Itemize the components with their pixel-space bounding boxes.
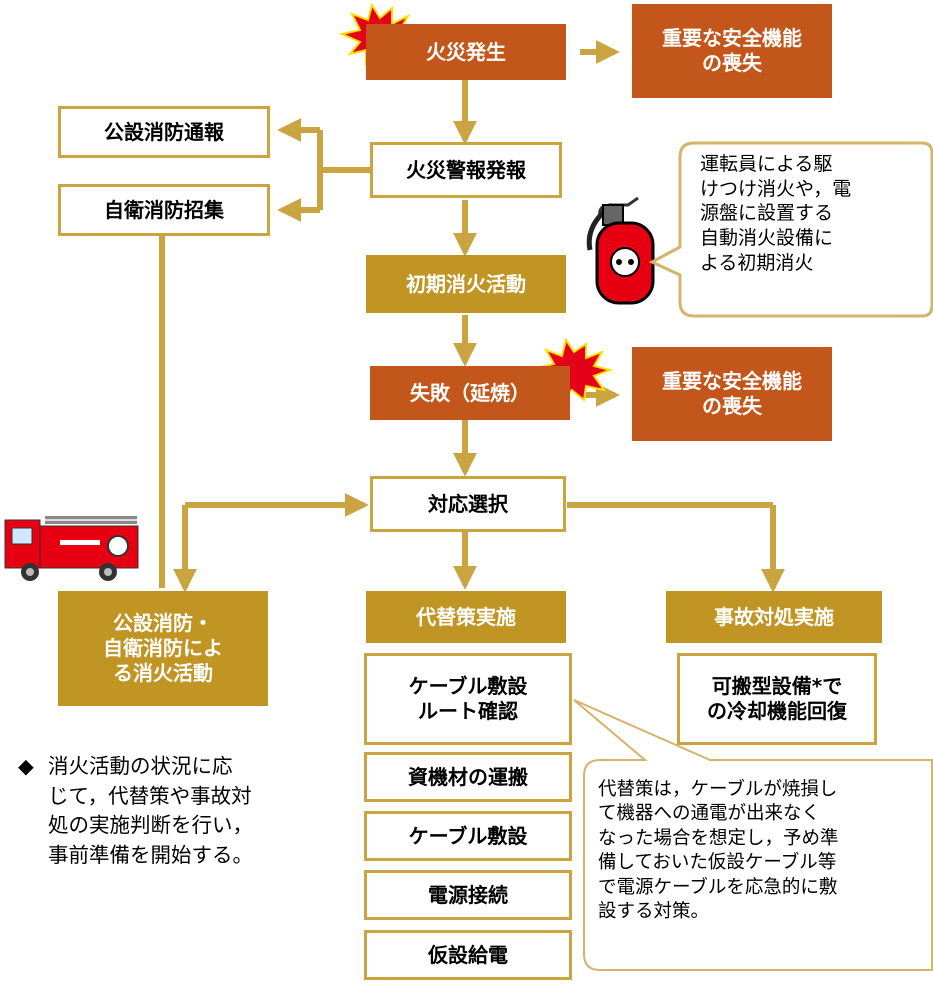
failure-spread-node: 失敗（延焼）	[370, 366, 570, 420]
response-selection-node: 対応選択	[370, 476, 566, 532]
note-bullet: ◆	[18, 754, 34, 778]
safety-loss-node-2: 重要な安全機能 の喪失	[632, 347, 832, 441]
fire-alarm-node: 火災警報発報	[370, 142, 562, 198]
note-text: 消火活動の状況に応 じて，代替策や事故対 処の実施判断を行い， 事前準備を開始す…	[48, 754, 253, 868]
callout-bubble-initial	[648, 141, 933, 318]
fire-extinguisher-icon	[586, 196, 655, 305]
cable-laying-node: ケーブル敷設	[364, 811, 572, 861]
materials-transport-node: 資機材の運搬	[364, 752, 572, 802]
temp-power-supply-node: 仮設給電	[364, 930, 572, 980]
initial-firefighting-node: 初期消火活動	[366, 255, 566, 313]
accident-response-node: 事故対処実施	[666, 591, 882, 643]
callout-bubble-alternative	[573, 699, 933, 971]
public-fire-report-node: 公設消防通報	[58, 106, 270, 158]
fire-truck-icon	[4, 516, 139, 581]
fire-outbreak-node: 火災発生	[366, 24, 566, 80]
callout-alternative-text: 代替策は，ケーブルが焼損し て機器への通電が出来なく なった場合を想定し，予め準…	[598, 779, 839, 923]
self-defense-call-node: 自衛消防招集	[58, 184, 270, 236]
firefighting-activity-node: 公設消防・ 自衛消防によ る消火活動	[58, 591, 268, 706]
portable-cooling-node: 可搬型設備*で の冷却機能回復	[677, 653, 877, 745]
alternative-measures-node: 代替策実施	[366, 591, 566, 643]
safety-loss-node-1: 重要な安全機能 の喪失	[632, 4, 832, 98]
cable-route-node: ケーブル敷設 ルート確認	[364, 653, 572, 745]
callout-initial-text: 運転員による駆 けつけ消火や，電 源盤に設置する 自動消火設備に よる初期消火	[700, 153, 852, 274]
power-connection-node: 電源接続	[364, 870, 572, 920]
